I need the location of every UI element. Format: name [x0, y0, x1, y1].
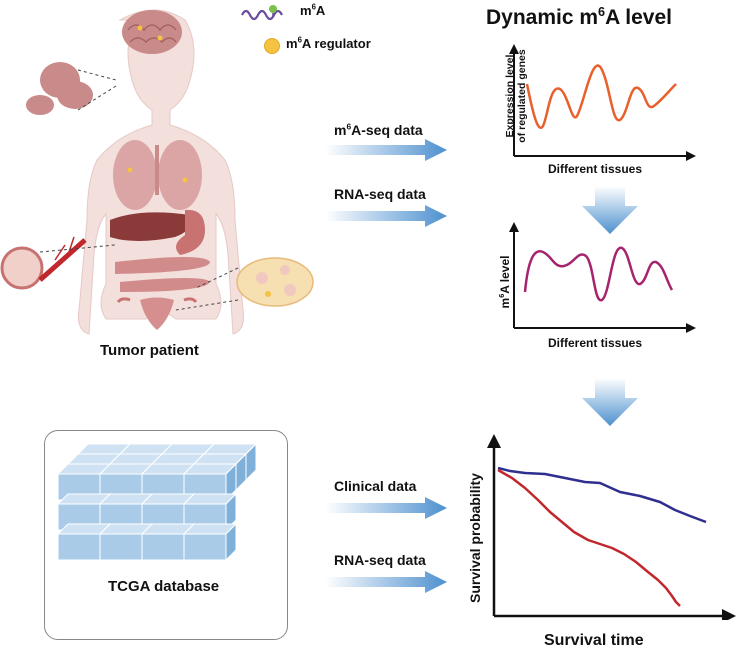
- survival-curve-red: [497, 468, 681, 607]
- survival-ylabel: Survival probability: [467, 473, 483, 603]
- m6a-legend-icon: [241, 5, 283, 21]
- rna-seq-data-bottom-label: RNA-seq data: [334, 552, 426, 568]
- survival-xlabel: Survival time: [544, 632, 644, 649]
- expression-xlabel: Different tissues: [548, 162, 643, 176]
- tcga-database-caption: TCGA database: [108, 578, 220, 595]
- m6a-seq-data-label: m6A-seq data: [334, 121, 423, 138]
- m6a-curve: [523, 246, 674, 302]
- down-arrow-1-icon: [582, 186, 638, 234]
- down-arrow-2-icon: [582, 378, 638, 426]
- expression-level-plot: [509, 44, 696, 161]
- clinical-data-label: Clinical data: [334, 478, 417, 494]
- m6a-ylabel: m6A level: [497, 255, 512, 309]
- regulator-legend-icon: [264, 38, 280, 54]
- m6a-level-plot: [509, 222, 696, 333]
- tcga-cube-grid-icon: [58, 444, 257, 561]
- tumor-patient-caption: Tumor patient: [100, 342, 199, 359]
- expression-curve: [525, 64, 677, 129]
- m6a-seq-arrow-icon: [325, 139, 447, 161]
- m6a-xlabel: Different tissues: [548, 336, 643, 350]
- tumor-patient-illustration: [0, 9, 314, 335]
- survival-plot: [487, 434, 736, 620]
- regulator-legend-label: m6A regulator: [286, 35, 371, 51]
- m6a-legend-label: m6A: [300, 2, 326, 18]
- rna-seq-top-arrow-icon: [325, 205, 447, 227]
- expression-ylabel: Expression level of regulated genes: [504, 49, 528, 143]
- survival-curve-blue: [497, 466, 707, 524]
- clinical-arrow-icon: [325, 497, 447, 519]
- tcga-database-panel: [44, 430, 288, 640]
- rna-seq-bottom-arrow-icon: [325, 571, 447, 593]
- rna-seq-data-top-label: RNA-seq data: [334, 186, 426, 202]
- dynamic-m6a-title: Dynamic m6A level: [486, 5, 672, 29]
